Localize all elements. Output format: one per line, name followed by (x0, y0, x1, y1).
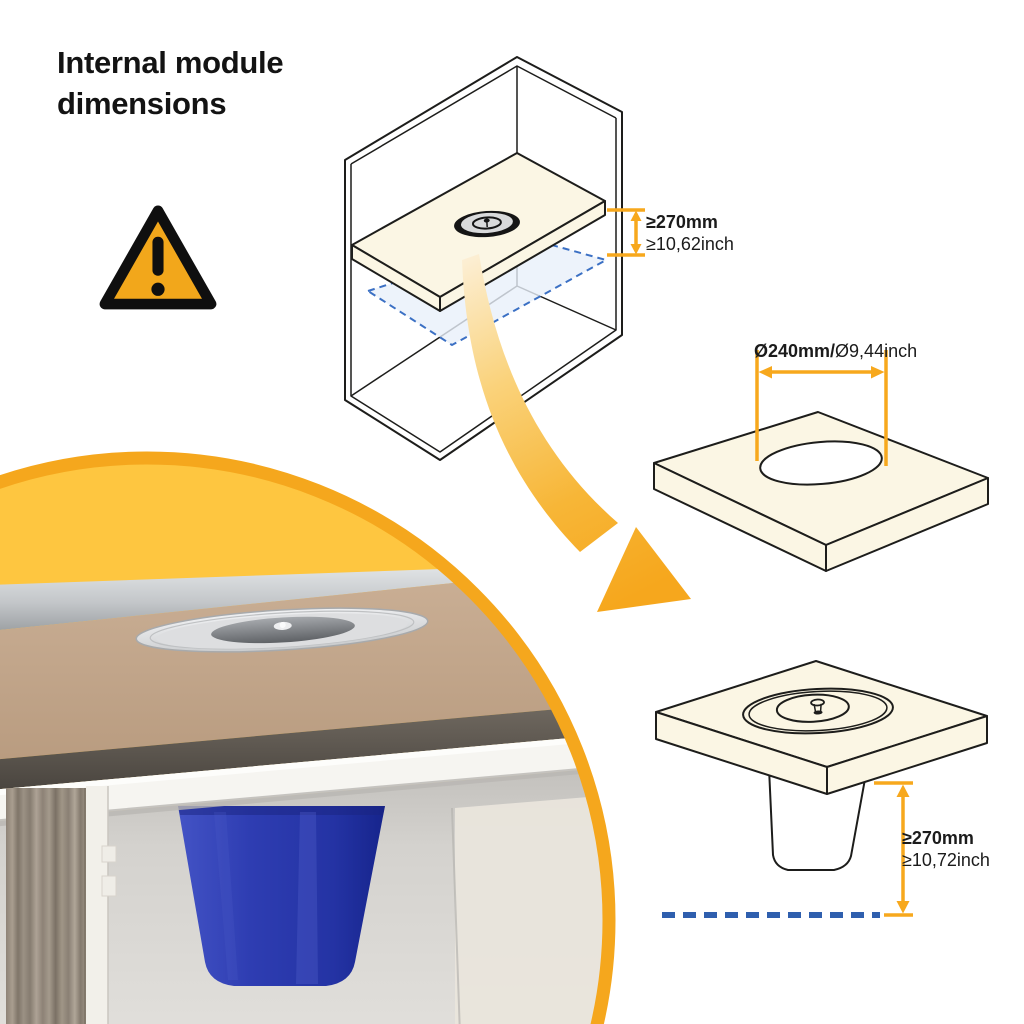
cutout-diameter-label: Ø240mm/Ø9,44inch (754, 340, 917, 362)
photo-circle (0, 451, 616, 1024)
installed-unit-drawing (655, 660, 988, 871)
cutout-diameter-imperial: Ø9,44inch (835, 341, 918, 361)
photo-backsplash (0, 568, 482, 631)
photo-interior-right-panel (455, 794, 603, 1024)
clearance-label: ≥270mm ≥10,72inch (902, 827, 990, 871)
photo-cabinet-rail (0, 733, 603, 822)
photo-counter-edge (0, 703, 603, 790)
photo-wood-door (6, 786, 117, 1024)
installed-lid (742, 687, 894, 735)
cutout-panel-drawing (653, 411, 989, 572)
photo-rail-highlight (0, 733, 603, 796)
photo-hinge-tab (101, 875, 117, 897)
photo-steel-lid (135, 607, 429, 653)
module-height-imperial: ≥10,62inch (646, 234, 734, 254)
flow-arrow (462, 254, 691, 612)
photo-circle-ring (0, 451, 616, 1024)
page-title-line2: dimensions (57, 86, 227, 121)
module-height-dimension (607, 208, 645, 257)
photo-interior-seam (451, 807, 461, 1024)
clearance-imperial: ≥10,72inch (902, 850, 990, 870)
warning-icon (99, 205, 217, 310)
bin-under-panel (767, 767, 869, 871)
cutout-diameter-dimension (755, 350, 888, 466)
shelf-lid-icon (454, 210, 520, 238)
module-height-label: ≥270mm ≥10,62inch (646, 211, 734, 255)
module-height-metric: ≥270mm (646, 212, 718, 232)
photo-hinge-tab (101, 845, 117, 863)
photo-rail-shadow (0, 764, 603, 827)
photo-countertop (0, 580, 603, 760)
photo-blue-bin (178, 806, 385, 986)
cutout-diameter-metric: Ø240mm/ (754, 341, 836, 361)
page-title: Internal module dimensions (57, 42, 284, 124)
clearance-dimension (874, 781, 913, 917)
clearance-metric: ≥270mm (902, 828, 974, 848)
page-title-line1: Internal module (57, 45, 284, 80)
cutout-hole (759, 440, 883, 486)
